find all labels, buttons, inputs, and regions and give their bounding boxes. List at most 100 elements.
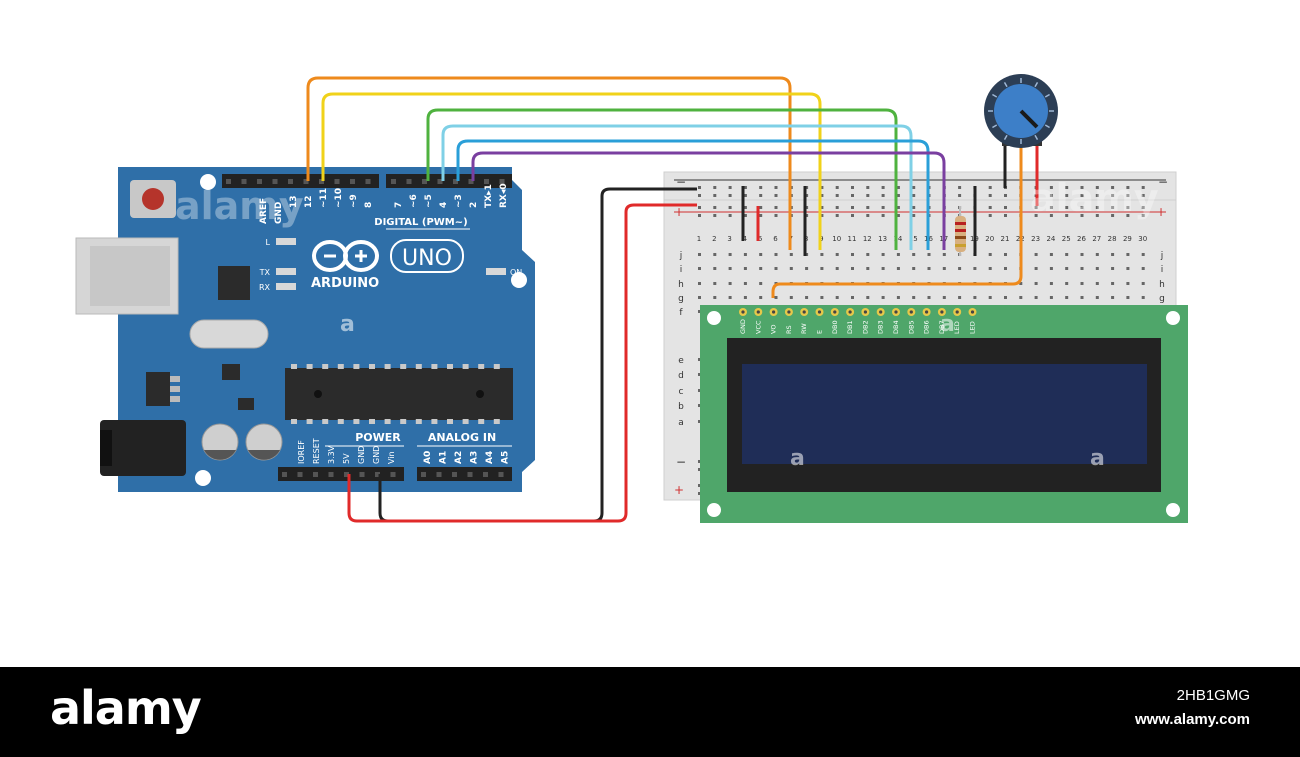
digital-pin-label: 2 — [469, 202, 479, 208]
bb-column-label: 12 — [863, 235, 872, 243]
digital-pin-label: GND — [274, 202, 284, 224]
power-pin-label: GND — [372, 446, 381, 464]
bb-column-label: 30 — [1138, 235, 1147, 243]
bb-row-label: j — [679, 251, 683, 261]
lcd-pin-label: RW — [800, 323, 808, 334]
wire-orange — [306, 76, 792, 250]
lcd-screen — [742, 364, 1147, 464]
wire-yellow — [321, 92, 822, 250]
rail-plus-left: + — [674, 205, 684, 219]
bb-column-label: 5 — [758, 235, 762, 243]
lcd-pin-label: E — [816, 330, 824, 334]
watermark-letter-4: a — [1090, 446, 1105, 471]
analog-header — [417, 467, 512, 481]
power-header — [278, 467, 404, 481]
power-pin-label: 3.3V — [327, 445, 336, 464]
lcd-pin-label: GND — [739, 319, 747, 334]
bb-column-label: 28 — [1108, 235, 1117, 243]
footer-logo: alamy — [50, 681, 202, 735]
analog-pin-label: A2 — [454, 451, 464, 464]
power-pin-label: Vin — [387, 451, 396, 464]
bb-column-label: 15 — [909, 235, 918, 243]
analog-pin-label: A4 — [485, 451, 495, 464]
bb-row-label: i — [680, 265, 683, 275]
lcd-pin-label: DB7 — [938, 320, 946, 334]
digital-header-left — [222, 174, 379, 188]
rail-minus-left: − — [676, 175, 686, 189]
power-pin-label: IOREF — [297, 440, 306, 464]
crystal-oscillator — [189, 319, 269, 349]
digital-pin-label: ~6 — [409, 194, 419, 208]
arduino-brand: ARDUINO — [311, 276, 379, 291]
digital-pin-label: RX◂0 — [499, 183, 509, 208]
digital-pin-label: ~10 — [334, 188, 344, 208]
watermark-brand-1: alamy — [175, 184, 304, 228]
lcd-pin-label: DB6 — [923, 320, 931, 334]
rail-minus-right: − — [1158, 175, 1168, 189]
usb-chip — [218, 266, 250, 300]
digital-pin-label: AREF — [259, 198, 269, 224]
bb-row-label: b — [678, 402, 684, 412]
wire-purple — [471, 151, 946, 250]
analog-pin-label: A0 — [423, 451, 433, 464]
analog-pin-label: A5 — [501, 451, 511, 464]
wire-lightblue — [441, 124, 913, 250]
uno-label: UNO — [402, 246, 452, 271]
watermark-letter-1: a — [340, 312, 355, 337]
power-pin-label: RESET — [312, 438, 321, 464]
digital-pin-label: ~5 — [424, 194, 434, 208]
lcd-pin-label: DB5 — [907, 320, 915, 334]
bb-column-label: 11 — [848, 235, 857, 243]
lcd-pin-label: DB2 — [861, 320, 869, 334]
lcd-pin-label: LED — [953, 321, 961, 334]
bb-column-label: 13 — [878, 235, 887, 243]
bb-column-label: 4 — [743, 235, 748, 243]
bb-column-label: 21 — [1001, 235, 1010, 243]
bb-column-label: 25 — [1062, 235, 1071, 243]
bb-column-label: 10 — [832, 235, 841, 243]
lcd-pin-label: DB0 — [831, 320, 839, 334]
lcd-pin-label: RS — [785, 325, 793, 334]
wire-orange-vo — [771, 146, 1023, 298]
bb-row-label: f — [679, 308, 683, 318]
bb-row-label: j — [1160, 251, 1164, 261]
digital-pin-label: 8 — [364, 202, 374, 208]
rail-plus-bottom: + — [674, 483, 684, 497]
lcd-pin-label: VO — [770, 325, 778, 334]
bb-row-label: g — [678, 294, 684, 304]
footer-bar: alamy 2HB1GMG www.alamy.com — [0, 667, 1300, 757]
led-rx-label: RX — [259, 283, 271, 292]
bb-row-label: h — [1159, 280, 1165, 290]
lcd-pin-label: DB3 — [877, 320, 885, 334]
rail-plus-right: + — [1156, 205, 1166, 219]
wire-green — [426, 108, 898, 250]
digital-header-label: DIGITAL (PWM~) — [374, 217, 467, 228]
watermark-letter-3: a — [790, 446, 805, 471]
digital-pin-label: ~11 — [319, 188, 329, 208]
bb-row-label: h — [678, 280, 684, 290]
on-label: ON — [510, 268, 522, 277]
digital-pin-label: TX▸1 — [484, 184, 494, 208]
led-tx-label: TX — [259, 268, 271, 277]
digital-pin-label: 12 — [304, 195, 314, 208]
bb-row-label: a — [678, 418, 684, 428]
analog-header-label: ANALOG IN — [428, 431, 496, 444]
analog-pin-label: A3 — [470, 451, 480, 464]
watermark-brand-2: alamy — [1030, 176, 1159, 220]
digital-pin-label: 7 — [394, 202, 404, 208]
footer-url: www.alamy.com — [1134, 711, 1250, 728]
digital-pin-label: 13 — [289, 195, 299, 208]
wires — [306, 76, 1039, 523]
bb-column-label: 2 — [712, 235, 716, 243]
bb-column-label: 3 — [727, 235, 731, 243]
rail-minus-bottom: − — [676, 455, 686, 469]
bb-column-label: 20 — [985, 235, 994, 243]
analog-pin-label: A1 — [439, 451, 449, 464]
regulator — [146, 372, 170, 406]
lcd-pin-label: VCC — [754, 320, 762, 334]
bb-column-label: 24 — [1046, 235, 1055, 243]
